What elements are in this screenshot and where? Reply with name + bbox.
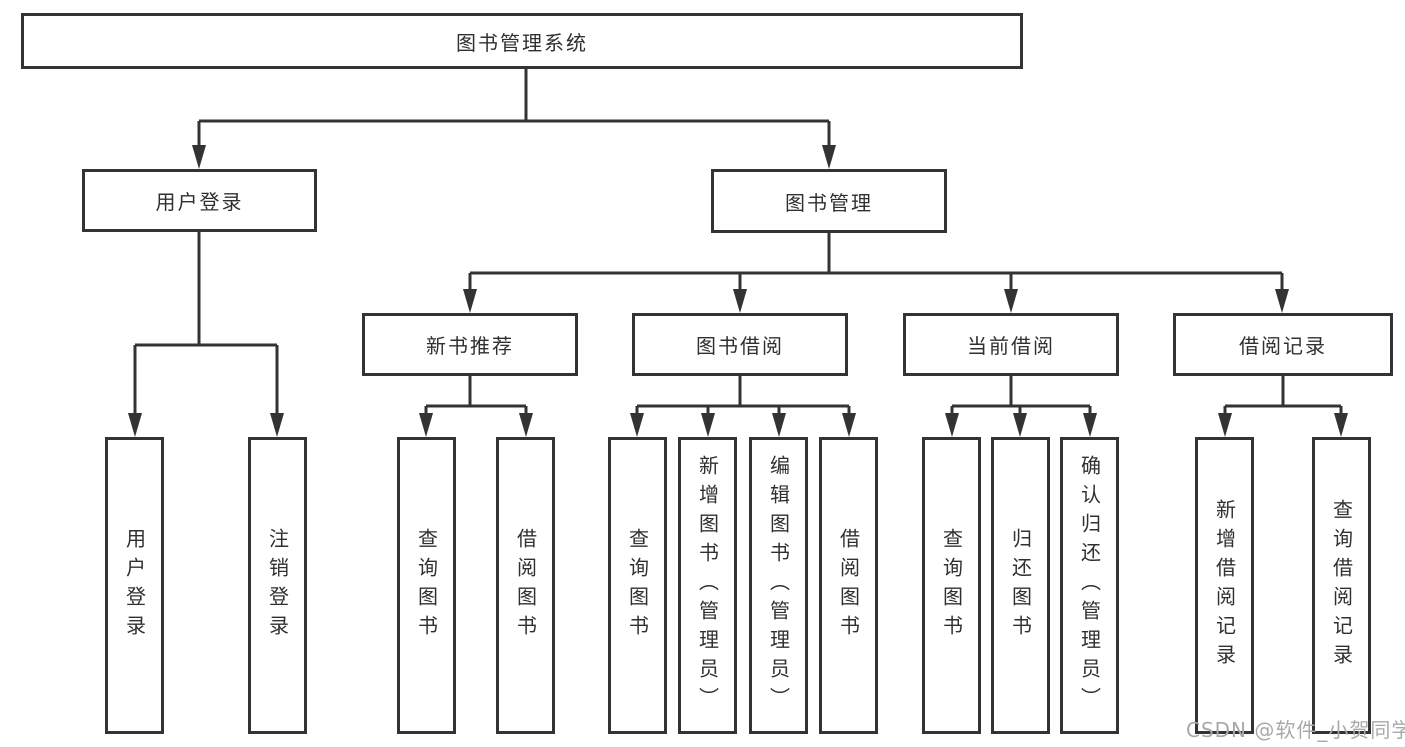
- leaf-query-borrow-record: 查询借阅记录: [1312, 437, 1371, 734]
- node-new-book-recommendation: 新书推荐: [362, 313, 578, 376]
- node-label: 归还图书: [1008, 527, 1033, 644]
- node-label: 新书推荐: [426, 334, 514, 358]
- leaf-add-borrow-record: 新增借阅记录: [1195, 437, 1254, 734]
- leaf-user-login: 用户登录: [105, 437, 164, 734]
- csdn-watermark: CSDN @软件_小贺同学: [1186, 718, 1405, 742]
- node-current-borrowing: 当前借阅: [903, 313, 1119, 376]
- leaf-edit-books-admin: 编辑图书（管理员）: [749, 437, 808, 734]
- node-label: 图书管理: [785, 190, 873, 215]
- leaf-borrow-books-recommend: 借阅图书: [496, 437, 555, 734]
- leaf-logout: 注销登录: [248, 437, 307, 734]
- node-label: 用户登录: [155, 190, 244, 214]
- node-label: 确认归还（管理员）: [1077, 455, 1102, 716]
- arrowhead-icons: [128, 145, 1348, 437]
- node-book-management: 图书管理: [711, 169, 947, 233]
- leaf-borrow-books: 借阅图书: [819, 437, 878, 734]
- leaf-query-books-current: 查询图书: [922, 437, 981, 734]
- node-label: 图书借阅: [696, 334, 784, 358]
- node-label: 查询借阅记录: [1329, 498, 1354, 673]
- leaf-add-books-admin: 新增图书（管理员）: [678, 437, 737, 734]
- leaf-return-books: 归还图书: [991, 437, 1050, 734]
- node-label: 查询图书: [939, 527, 964, 644]
- node-label: 借阅图书: [513, 527, 538, 644]
- node-label: 借阅记录: [1239, 334, 1327, 358]
- node-library-management-system: 图书管理系统: [21, 13, 1023, 69]
- node-label: 借阅图书: [836, 527, 861, 644]
- node-label: 新增图书（管理员）: [695, 455, 720, 716]
- node-label: 注销登录: [265, 527, 290, 644]
- leaf-query-books-borrowing: 查询图书: [608, 437, 667, 734]
- leaf-confirm-return-admin: 确认归还（管理员）: [1060, 437, 1119, 734]
- node-label: 查询图书: [414, 527, 439, 644]
- node-label: 查询图书: [625, 527, 650, 644]
- leaf-query-books-recommend: 查询图书: [397, 437, 456, 734]
- node-user-login: 用户登录: [82, 169, 317, 232]
- node-label: 用户登录: [122, 527, 147, 644]
- node-label: 编辑图书（管理员）: [766, 455, 791, 716]
- node-book-borrowing: 图书借阅: [632, 313, 848, 376]
- node-label: 图书管理系统: [456, 30, 588, 55]
- node-label: 新增借阅记录: [1212, 498, 1237, 673]
- node-borrowing-records: 借阅记录: [1173, 313, 1393, 376]
- node-label: 当前借阅: [967, 334, 1055, 358]
